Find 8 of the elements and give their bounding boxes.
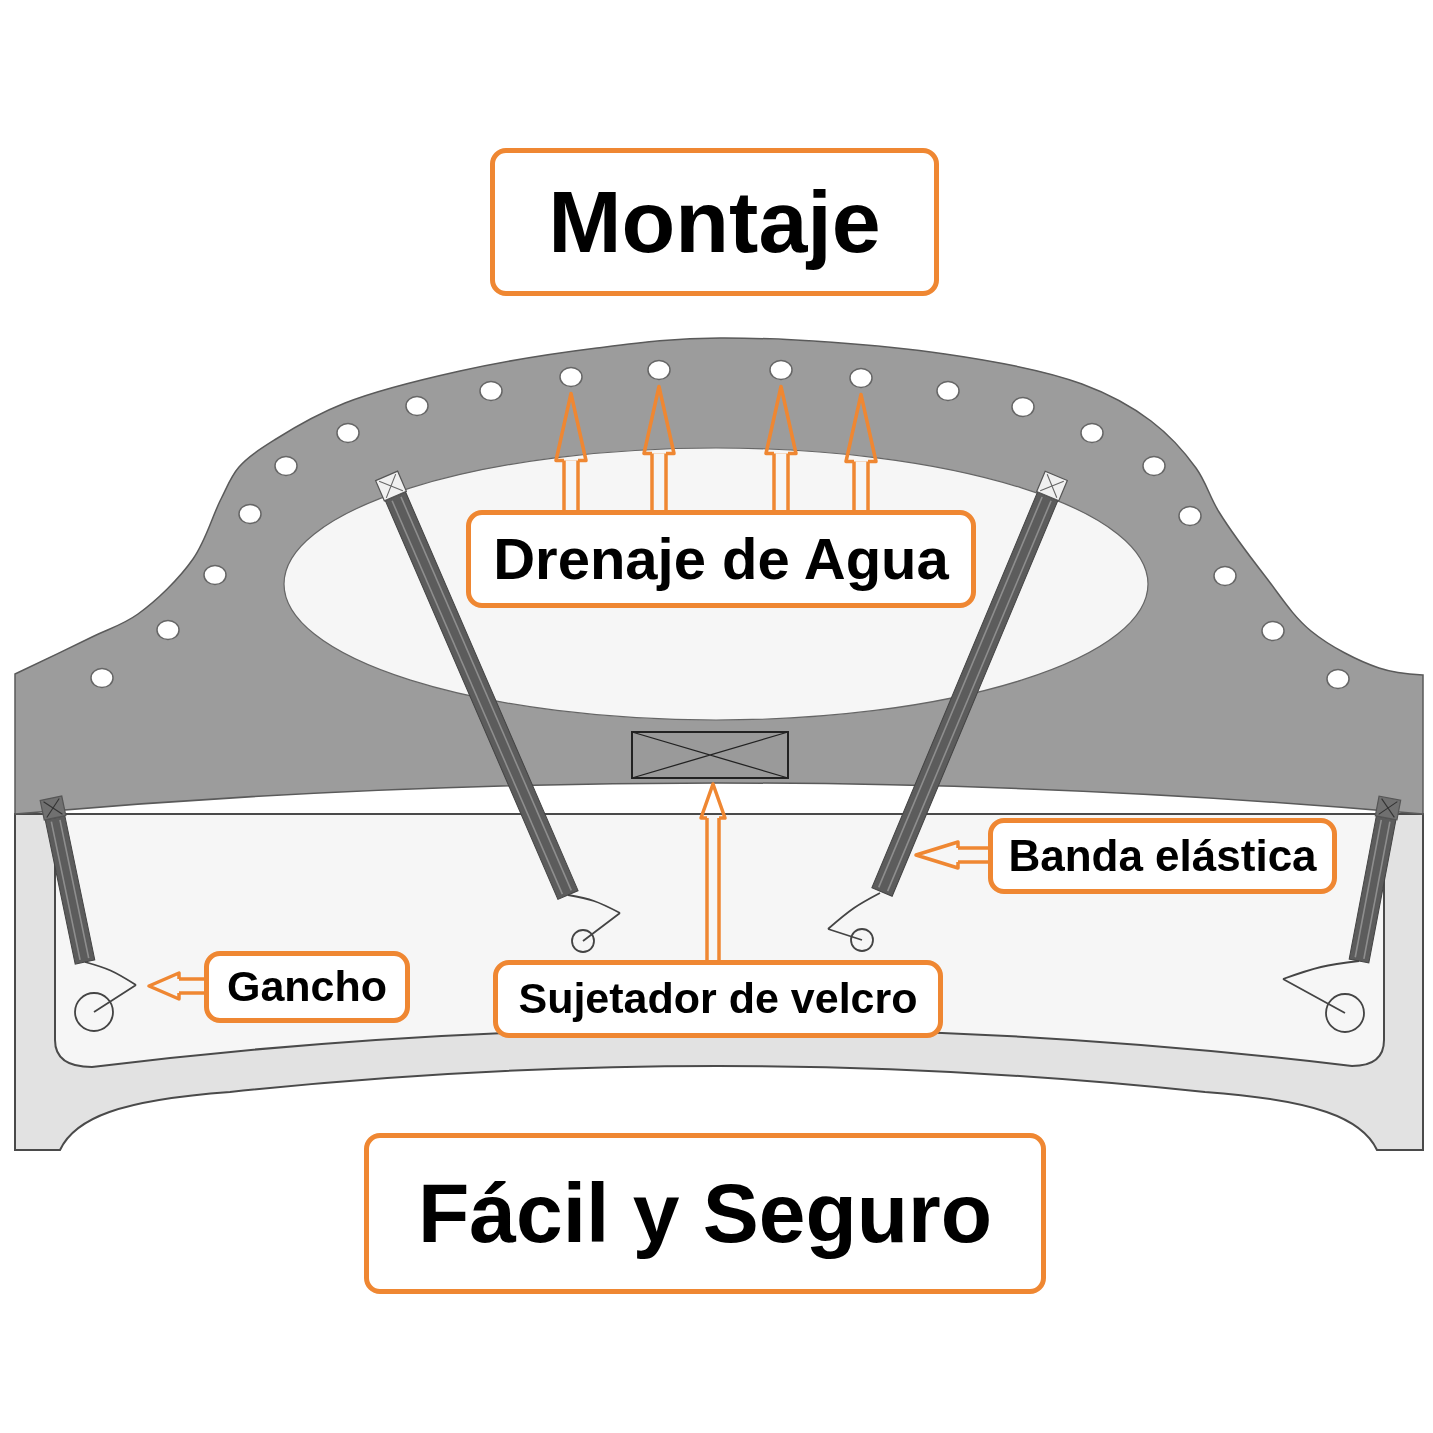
callout-text: Drenaje de Agua [493, 525, 949, 593]
heading-box [490, 148, 939, 296]
slogan-text: Fácil y Seguro [417, 1165, 993, 1262]
callout-text: Sujetador de velcro [518, 974, 918, 1024]
callout-text: Banda elástica [1008, 830, 1317, 882]
heading-text: Montaje [548, 171, 881, 273]
slogan-box [364, 1133, 1046, 1294]
callout-text: Gancho [226, 962, 388, 1012]
